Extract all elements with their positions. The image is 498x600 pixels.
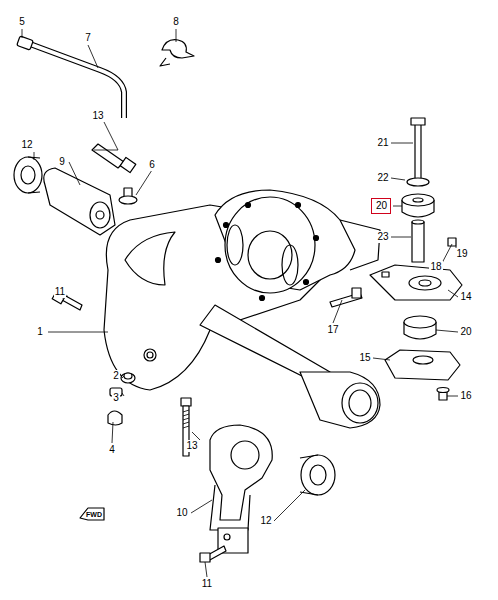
- callout-number: 6: [148, 159, 156, 171]
- callout-number: 18: [429, 261, 442, 273]
- highlighted-callout: 20: [371, 198, 391, 214]
- callout-number: 5: [18, 16, 26, 28]
- direction-label: FWD: [86, 511, 102, 518]
- callout-number: 17: [326, 324, 339, 336]
- callout-number: 13: [185, 440, 198, 452]
- callout-number: 3: [112, 392, 120, 404]
- callout-number: 20: [459, 326, 472, 338]
- callout-number: 15: [358, 352, 371, 364]
- callout-number: 11: [201, 578, 213, 590]
- callout-number: 2: [112, 370, 120, 382]
- callout-number: 14: [459, 291, 472, 303]
- callout-number: 23: [376, 231, 389, 243]
- callout-number: 11: [54, 286, 66, 298]
- callout-number: 10: [175, 507, 188, 519]
- callout-number: 12: [20, 139, 33, 151]
- callout-number: 22: [376, 172, 389, 184]
- callout-number: 13: [91, 110, 104, 122]
- callout-number: 1: [36, 326, 44, 338]
- callout-number: 9: [58, 156, 66, 168]
- callout-number: 20: [376, 201, 386, 211]
- callout-number: 21: [376, 137, 389, 149]
- callout-number: 19: [455, 248, 468, 260]
- callout-number: 16: [459, 390, 472, 402]
- callout-number: 4: [108, 444, 116, 456]
- callout-number: 12: [259, 515, 272, 527]
- callout-number: 7: [84, 32, 92, 44]
- callout-number: 8: [172, 16, 180, 28]
